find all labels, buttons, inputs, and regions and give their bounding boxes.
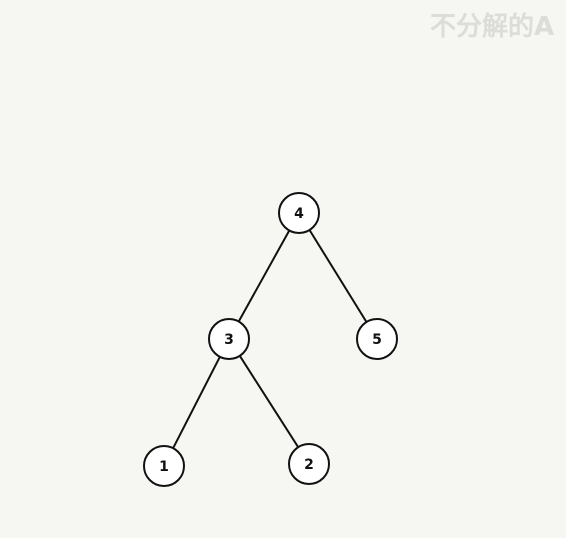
tree-nodes: 4 3 5 1 2 (143, 192, 398, 487)
node-label-5: 5 (372, 332, 382, 348)
node-circle-4 (278, 192, 320, 234)
watermark-text: 不分解的A (430, 12, 555, 42)
edge-n4-n5 (308, 229, 368, 323)
node-label-3: 3 (224, 332, 234, 348)
tree-node-4: 4 (278, 192, 320, 234)
tree-node-3: 3 (208, 318, 250, 360)
node-label-1: 1 (159, 459, 169, 475)
edge-n3-n2 (238, 355, 300, 448)
node-circle-2 (288, 443, 330, 485)
tree-node-5: 5 (356, 318, 398, 360)
edge-n3-n1 (172, 356, 221, 449)
node-circle-5 (356, 318, 398, 360)
tree-node-2: 2 (288, 443, 330, 485)
node-circle-1 (143, 445, 185, 487)
node-label-2: 2 (304, 457, 314, 473)
tree-node-1: 1 (143, 445, 185, 487)
node-label-4: 4 (294, 206, 304, 222)
edge-n4-n3 (237, 229, 291, 323)
tree-edges (172, 229, 368, 449)
node-circle-3 (208, 318, 250, 360)
